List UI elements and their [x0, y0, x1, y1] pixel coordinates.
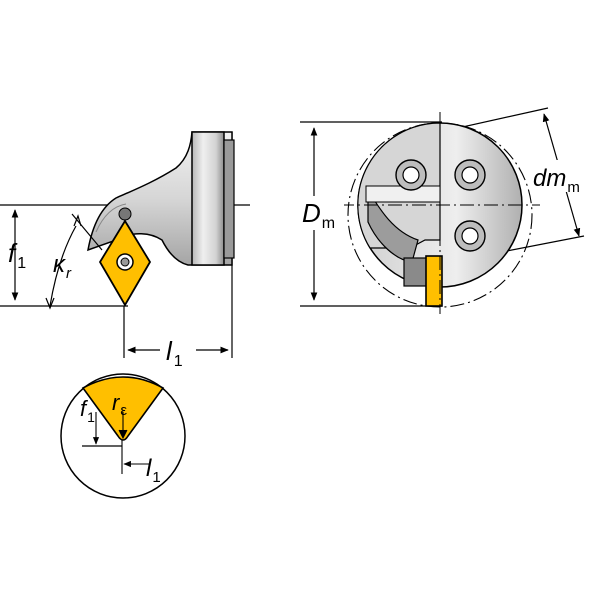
detail-l1-label: l1	[146, 455, 161, 486]
holder-body	[191, 131, 225, 266]
detail-view: rε f1 l1	[60, 373, 186, 499]
detail-insert-tip	[81, 376, 165, 441]
dmm-label: dmm	[533, 165, 580, 196]
bolt-hole-top-left-inner	[402, 166, 420, 184]
kappa-arrow-bottom	[45, 297, 55, 310]
r-eps-arrow	[118, 429, 128, 440]
bolt-holes	[395, 159, 486, 252]
r-epsilon-label: rε	[112, 390, 127, 419]
insert-seat	[403, 257, 429, 287]
kappa-arc	[49, 225, 77, 307]
dmm-label-bg	[530, 160, 598, 192]
kappa-r-label: κr	[53, 251, 72, 282]
front-view: Dm dmm	[300, 107, 598, 314]
neck-shading	[95, 203, 127, 233]
insert-screw	[120, 257, 130, 267]
dm-label-bg	[300, 196, 344, 230]
kappa-arrow-top	[73, 214, 82, 227]
detail-f1-label: f1	[80, 396, 95, 425]
front-insert	[425, 255, 443, 307]
holder-flange	[223, 139, 235, 259]
screw-head	[118, 207, 132, 221]
bolt-hole-top-right-inner	[461, 166, 479, 184]
bolt-hole-bottom-right-inner	[461, 227, 479, 245]
l1-label-bg	[160, 336, 196, 364]
dm-label: Dm	[302, 198, 335, 232]
